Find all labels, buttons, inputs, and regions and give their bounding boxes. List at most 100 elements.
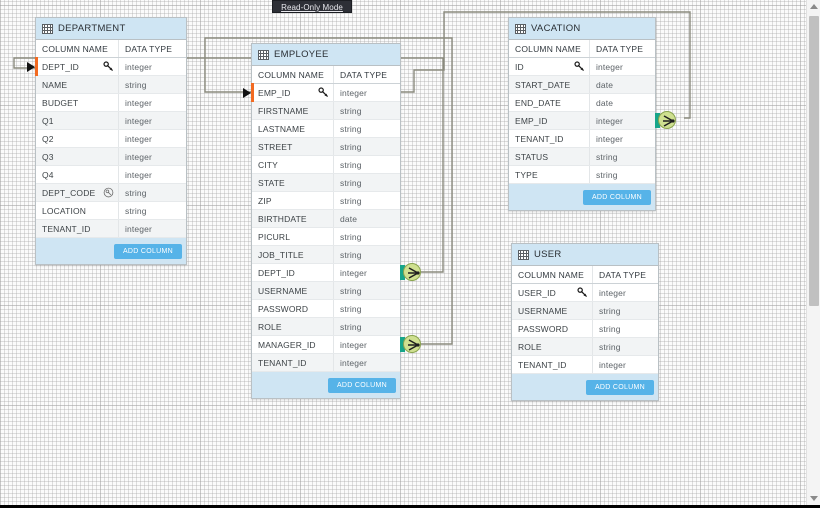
column-data-type: string — [125, 205, 147, 216]
entity-name: USER — [534, 249, 562, 260]
relationship-arrow-icon — [27, 62, 35, 72]
add-column-button[interactable]: ADD COLUMN — [327, 377, 396, 393]
column-name: BIRTHDATE — [258, 213, 307, 224]
entity-title-bar[interactable]: DEPARTMENT — [36, 18, 186, 40]
entity-title-bar[interactable]: USER — [512, 244, 658, 266]
column-name: STATE — [258, 177, 285, 188]
key-slot-empty — [102, 205, 114, 217]
column-data-type: integer — [125, 223, 153, 234]
vertical-scrollbar-thumb[interactable] — [809, 16, 819, 306]
entity-name: VACATION — [531, 23, 581, 34]
key-slot-empty — [317, 321, 329, 333]
primary-key-icon — [317, 87, 329, 99]
column-name: CITY — [258, 159, 278, 170]
column-data-type: integer — [599, 359, 627, 370]
add-column-button[interactable]: ADD COLUMN — [582, 189, 651, 205]
column-name: TENANT_ID — [258, 357, 307, 368]
header-column-name: COLUMN NAME — [258, 69, 324, 80]
column-data-type: integer — [125, 169, 153, 180]
header-data-type: DATA TYPE — [599, 269, 647, 280]
column-data-type: integer — [596, 115, 624, 126]
table-icon — [258, 49, 269, 60]
vertical-scrollbar[interactable] — [806, 0, 820, 505]
column-name: ZIP — [258, 195, 272, 206]
column-data-type: string — [340, 321, 362, 332]
key-slot-empty — [102, 97, 114, 109]
column-name: NAME — [42, 79, 68, 90]
key-slot-empty — [317, 177, 329, 189]
foreign-key-handle[interactable] — [655, 113, 660, 128]
read-only-mode-badge: Read-Only Mode — [272, 0, 352, 13]
entity-title-bar[interactable]: VACATION — [509, 18, 655, 40]
relationship-endpoint-icon[interactable] — [403, 335, 421, 353]
key-slot-empty — [317, 159, 329, 171]
entity-footer: ADD COLUMN — [252, 372, 400, 398]
relationship-endpoint-icon[interactable] — [658, 111, 676, 129]
column-name: JOB_TITLE — [258, 249, 304, 260]
column-data-type: integer — [596, 61, 624, 72]
scroll-up-icon[interactable] — [810, 4, 818, 9]
relationship-endpoint-icon[interactable] — [403, 263, 421, 281]
column-name: TYPE — [515, 169, 538, 180]
entity-title-bar[interactable]: EMPLOYEE — [252, 44, 400, 66]
column-data-type: integer — [596, 133, 624, 144]
header-data-type: DATA TYPE — [596, 43, 644, 54]
column-name: PASSWORD — [518, 323, 569, 334]
column-data-type: string — [340, 285, 362, 296]
key-slot-empty — [102, 151, 114, 163]
column-data-type: date — [596, 79, 614, 90]
key-slot-empty — [573, 169, 585, 181]
scroll-down-icon[interactable] — [810, 496, 818, 501]
key-slot-empty — [576, 359, 588, 371]
add-column-button[interactable]: ADD COLUMN — [585, 379, 654, 395]
key-slot-empty — [573, 151, 585, 163]
column-name: USER_ID — [518, 287, 556, 298]
key-slot-empty — [317, 303, 329, 315]
add-column-button[interactable]: ADD COLUMN — [113, 243, 182, 259]
column-data-type: integer — [125, 61, 153, 72]
